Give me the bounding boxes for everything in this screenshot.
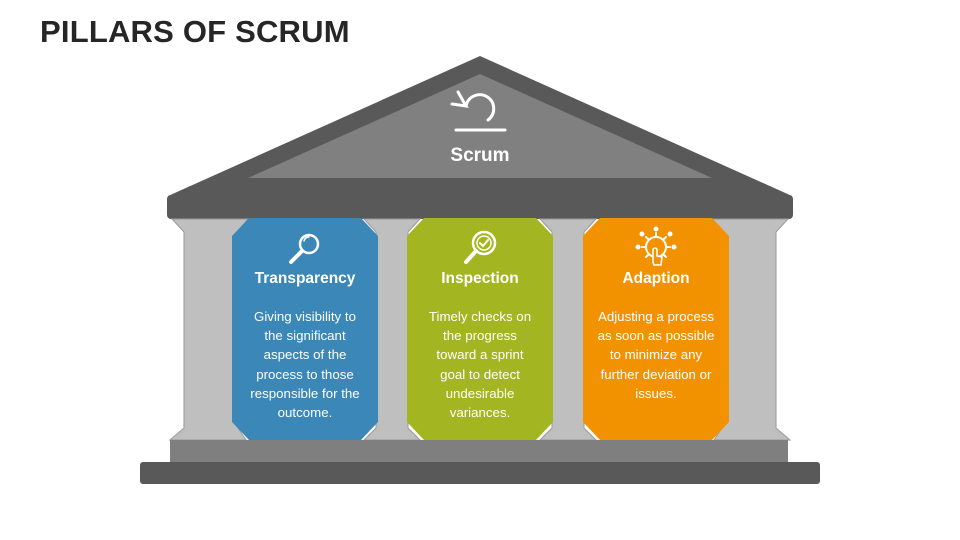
description-line: responsible for the — [250, 385, 360, 401]
description-line: variances. — [449, 405, 511, 421]
pillar-description: Giving visibility to the significant asp… — [240, 307, 370, 422]
pillar-heading: Inspection — [441, 270, 519, 287]
magnifier-icon — [289, 233, 320, 264]
description-line: Adjusting a process — [597, 309, 715, 324]
description-line: as soon as possible — [597, 328, 715, 344]
description-line: the progress — [443, 328, 517, 344]
entablature — [167, 195, 793, 219]
pillar-description: Timely checks on the progress toward a s… — [415, 307, 545, 422]
pillar-adaption: Adaption Adjusting a process as soon as … — [583, 218, 729, 440]
description-line: Timely checks on — [428, 309, 532, 324]
page-title: PILLARS OF SCRUM — [40, 14, 350, 49]
stylobate — [170, 440, 788, 462]
roof-label: Scrum — [450, 145, 510, 166]
magnifier-check-icon — [464, 230, 497, 264]
pillar-inspection: Inspection Timely checks on the progress… — [407, 218, 553, 440]
scrum-cycle-icon — [450, 90, 507, 132]
description-line: outcome. — [277, 405, 333, 421]
pillar-panel-transparency — [232, 218, 378, 440]
pillar-heading: Adaption — [622, 270, 690, 287]
description-line: undesirable — [445, 385, 515, 401]
pillar-panel-adaption — [583, 218, 729, 440]
description-line: further deviation or — [600, 366, 712, 382]
base-step — [140, 462, 820, 484]
pillar-transparency: Transparency Giving visibility to the si… — [232, 218, 378, 440]
description-line: Giving visibility to — [254, 309, 356, 324]
description-line: the significant — [264, 328, 346, 344]
description-line: process to those — [256, 366, 354, 382]
description-line: goal to detect — [440, 366, 520, 382]
description-line: to minimize any — [609, 347, 703, 363]
pillar-description: Adjusting a process as soon as possible … — [591, 307, 721, 403]
gear-hand-icon — [635, 226, 677, 266]
description-line: aspects of the — [263, 347, 347, 363]
pillar-heading: Transparency — [254, 270, 356, 287]
description-line: issues. — [635, 385, 677, 401]
pillar-panel-inspection — [407, 218, 553, 440]
description-line: toward a sprint — [436, 347, 524, 363]
roof-inner — [248, 74, 712, 178]
